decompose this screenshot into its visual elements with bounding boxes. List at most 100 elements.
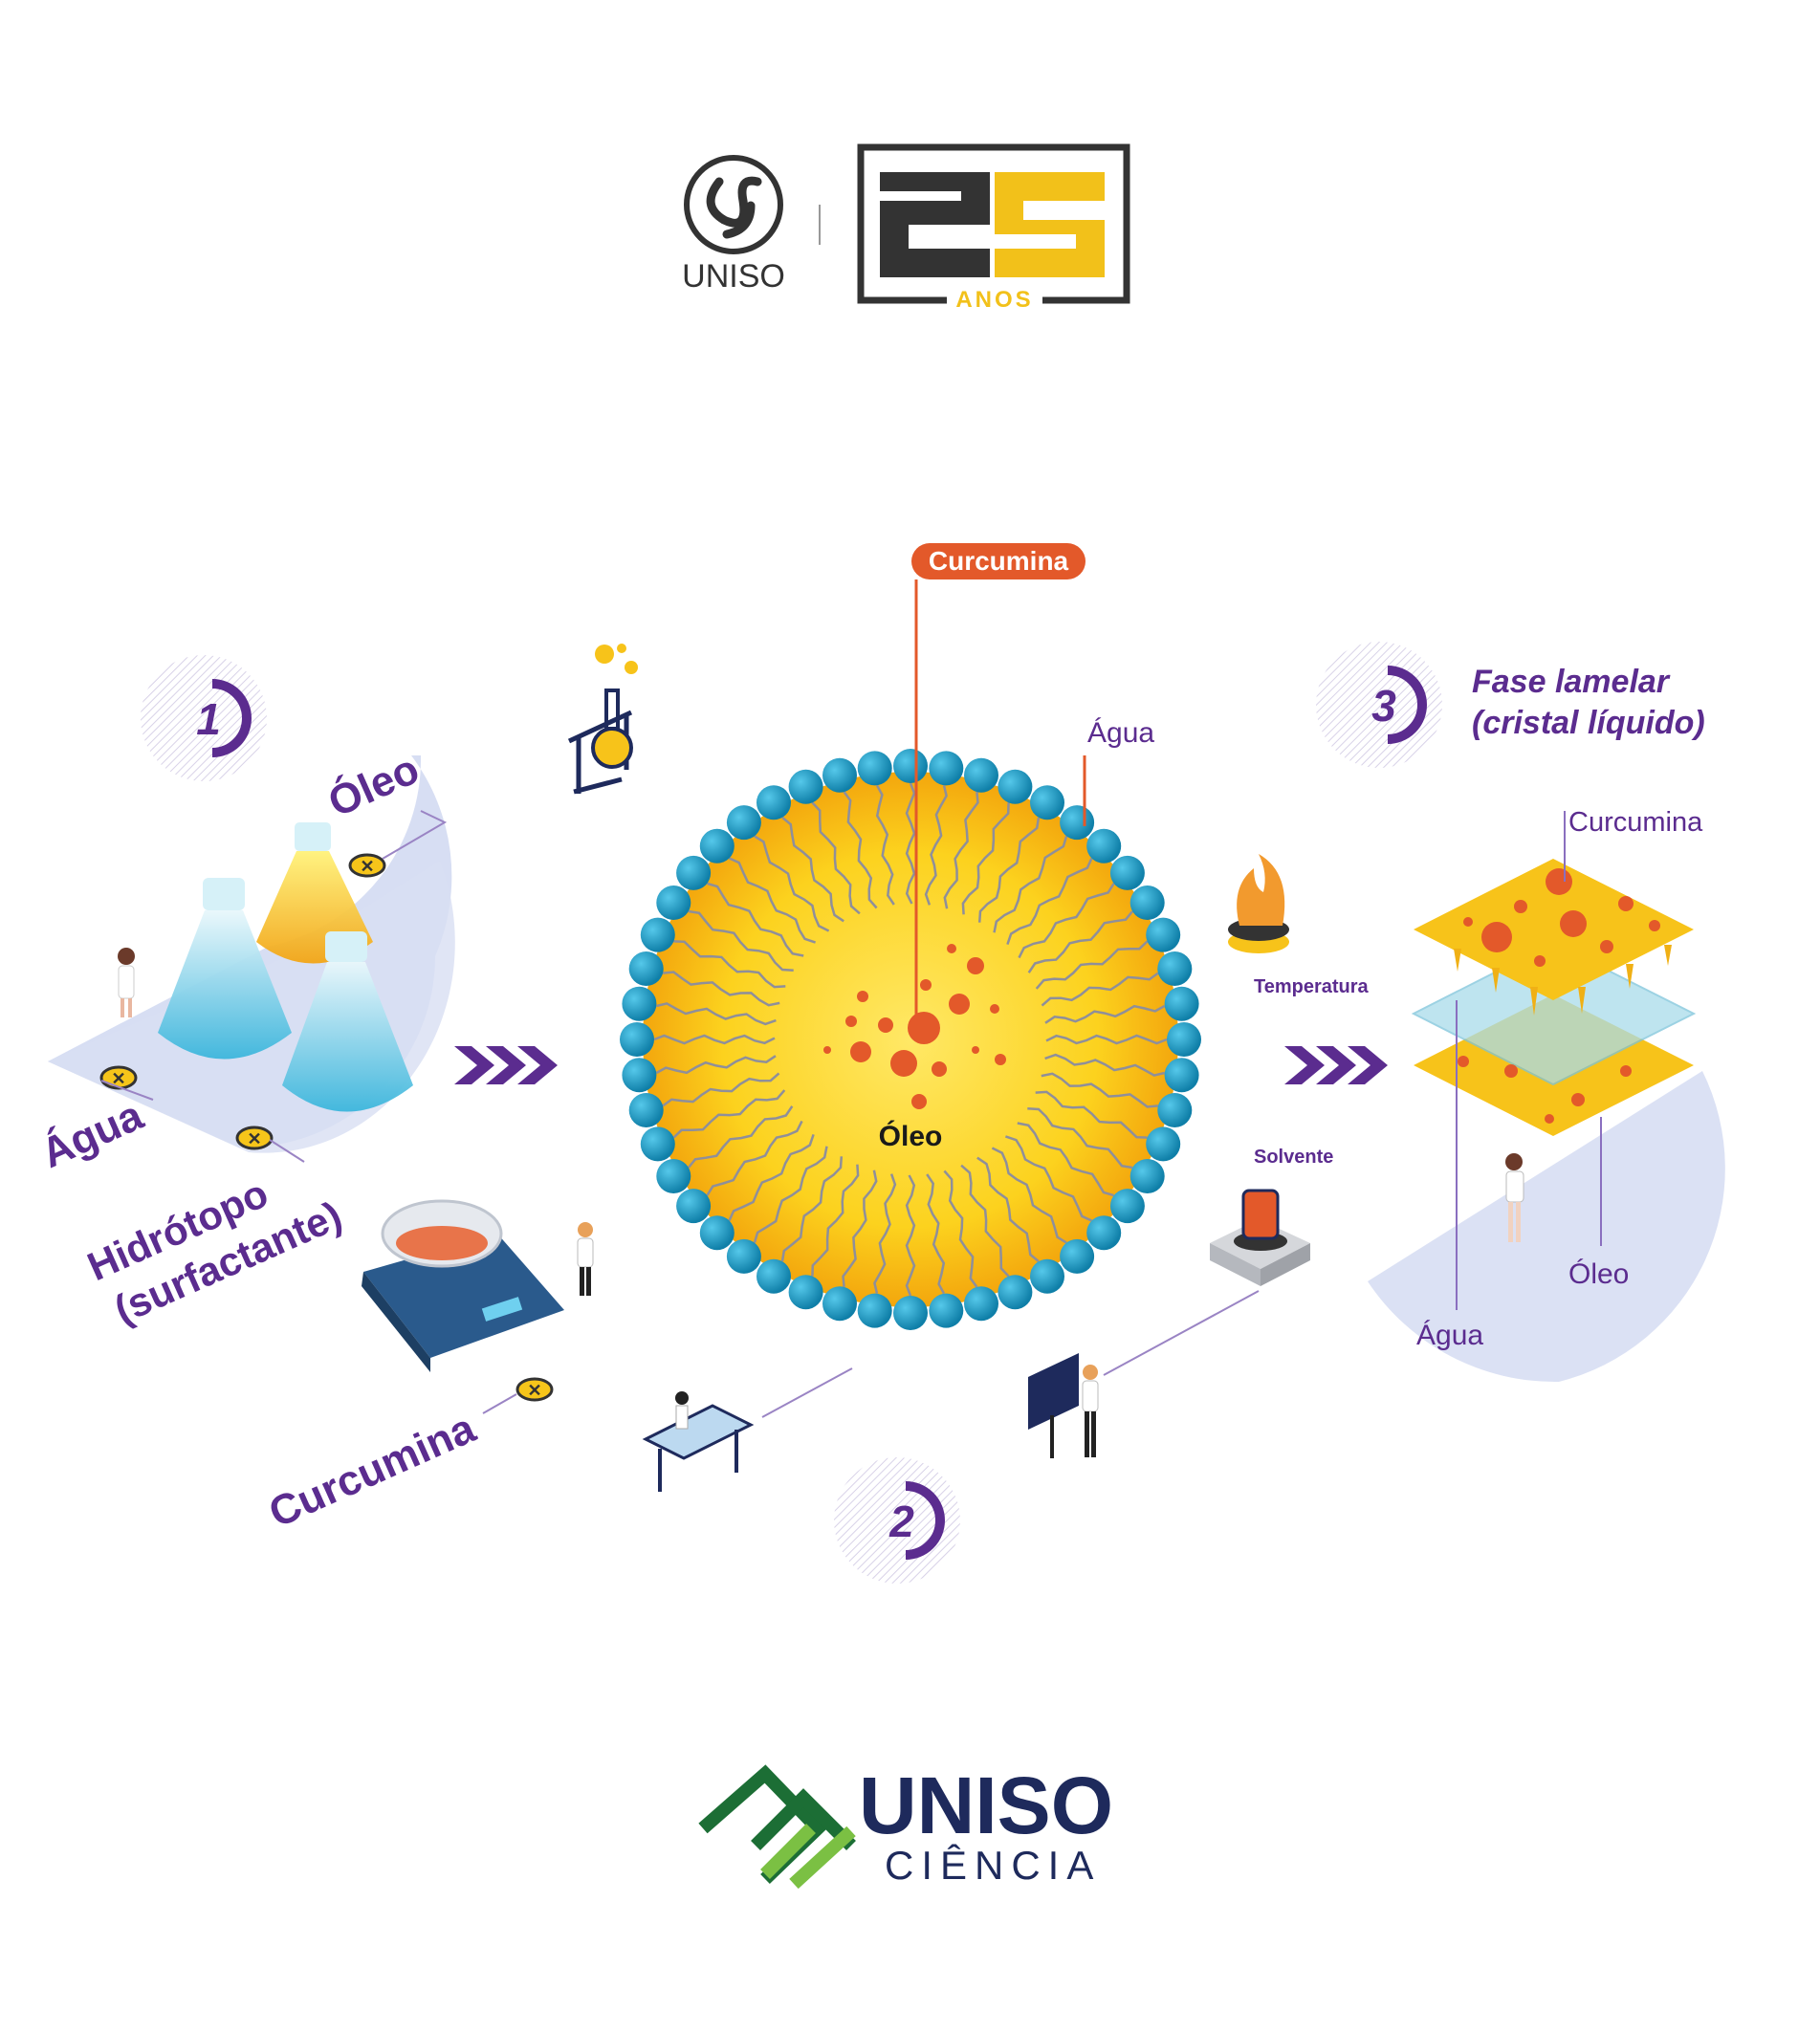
anniversary-25-logo: ANOS bbox=[857, 143, 1130, 314]
surfactant-head bbox=[656, 885, 691, 920]
surfactant-tail bbox=[707, 882, 804, 957]
label-agua-lamellar: Água bbox=[1416, 1320, 1483, 1351]
svg-text:✕: ✕ bbox=[527, 1381, 541, 1400]
svg-text:✕: ✕ bbox=[111, 1069, 125, 1088]
scientist-figure-icon bbox=[118, 948, 135, 1017]
curcumin-particle bbox=[990, 1004, 999, 1014]
surfactant-tail bbox=[706, 1120, 803, 1196]
surfactant-head bbox=[1060, 1238, 1095, 1274]
surfactant-tail bbox=[1041, 972, 1159, 1007]
svg-text:✕: ✕ bbox=[247, 1129, 261, 1148]
step-2-section: Curcumina Água Óleo 2 bbox=[567, 543, 1260, 1584]
surfactant-head bbox=[676, 855, 712, 890]
surfactant-head bbox=[757, 1258, 791, 1294]
surfactant-tail bbox=[1017, 1122, 1114, 1197]
surfactant-head bbox=[929, 1293, 964, 1328]
step-2-number: 2 bbox=[888, 1497, 914, 1546]
surfactant-head bbox=[857, 1293, 892, 1328]
surfactant-tail bbox=[991, 1147, 1067, 1244]
surfactant-head bbox=[1167, 1022, 1201, 1057]
surfactant-head bbox=[628, 1093, 664, 1127]
curcumin-particle bbox=[911, 1094, 927, 1109]
arrow-step1-to-step2 bbox=[454, 1046, 558, 1084]
surfactant-tail bbox=[943, 1170, 978, 1288]
surfactant-tail bbox=[961, 802, 1010, 915]
arrow-step2-to-step3 bbox=[1284, 1046, 1388, 1084]
surfactant-tail bbox=[977, 817, 1041, 923]
curcumin-particle bbox=[878, 1017, 893, 1033]
surfactant-head bbox=[822, 757, 857, 793]
surfactant-head bbox=[628, 951, 664, 986]
footer-subbrand: CIÊNCIA bbox=[885, 1843, 1101, 1888]
label-oleo-micelle: Óleo bbox=[879, 1120, 943, 1152]
surfactant-tail bbox=[1027, 910, 1134, 973]
surfactant-tail bbox=[653, 1034, 776, 1045]
uniso-ciencia-emblem-icon bbox=[698, 1764, 856, 1890]
curcumin-particle bbox=[932, 1061, 947, 1077]
curcumin-particle bbox=[947, 944, 956, 953]
step-1-number: 1 bbox=[196, 694, 221, 744]
label-temperatura: Temperatura bbox=[1254, 976, 1370, 997]
surfactant-tail bbox=[875, 784, 895, 906]
curcumin-particle bbox=[857, 991, 868, 1002]
surfactant-tail bbox=[1041, 1072, 1159, 1108]
surfactant-tail bbox=[873, 1173, 897, 1294]
surfactant-tail bbox=[905, 1174, 916, 1297]
surfactant-tail bbox=[687, 1105, 794, 1169]
surfactant-head bbox=[1086, 828, 1122, 863]
surfactant-tail bbox=[1045, 1034, 1168, 1045]
label-agua: Água bbox=[34, 1091, 150, 1178]
surfactant-head bbox=[893, 749, 928, 783]
surfactant-tail bbox=[811, 801, 861, 915]
surfactant-tail bbox=[924, 785, 948, 906]
footer-brand: UNISO bbox=[859, 1760, 1113, 1850]
uniso-ciencia-logo: UNISO CIÊNCIA bbox=[698, 1760, 1113, 1890]
surfactant-tail bbox=[728, 857, 817, 944]
step-3-number: 3 bbox=[1371, 681, 1396, 731]
curcumina-badge-text: Curcumina bbox=[929, 546, 1069, 576]
surfactant-head bbox=[1157, 951, 1193, 986]
marker-oleo-icon: ✕ bbox=[348, 853, 386, 878]
surfactant-tail bbox=[1004, 1135, 1093, 1222]
surfactant-head bbox=[822, 1286, 857, 1322]
surfactant-tail bbox=[1044, 1053, 1165, 1077]
label-curcumina-step1: Curcumina bbox=[262, 1405, 482, 1537]
surfactant-head bbox=[699, 828, 735, 863]
surfactant-head bbox=[656, 1159, 691, 1193]
uniso-logo: UNISO bbox=[682, 155, 785, 295]
curcumin-particle bbox=[967, 957, 984, 974]
surfactant-head bbox=[1109, 1189, 1145, 1224]
surfactant-head bbox=[893, 1296, 928, 1330]
flame-heater-icon bbox=[1228, 854, 1289, 953]
surfactant-tail bbox=[754, 835, 830, 932]
surfactant-tail bbox=[688, 909, 794, 973]
surfactant-tail bbox=[655, 1055, 777, 1075]
step-3-title-line1: Fase lamelar bbox=[1472, 664, 1671, 700]
surfactant-tail bbox=[656, 1002, 777, 1026]
curcumin-particle bbox=[908, 1012, 940, 1044]
surfactant-tail bbox=[842, 1170, 878, 1288]
surfactant-head bbox=[1030, 1258, 1064, 1294]
curcumin-particle bbox=[972, 1046, 979, 1054]
surfactant-head bbox=[788, 1275, 823, 1310]
surfactant-head bbox=[640, 917, 675, 952]
surfactant-tail bbox=[993, 836, 1068, 933]
surfactant-head bbox=[1129, 1159, 1165, 1193]
surfactant-head bbox=[726, 1238, 761, 1274]
surfactant-tail bbox=[1006, 857, 1093, 946]
surfactant-head bbox=[1129, 885, 1165, 920]
step-1-section: 1 ✕ ✕ ✕ ✕ Óleo Água Hidrótopo bbox=[34, 655, 594, 1537]
label-curcumina-lamellar: Curcumina bbox=[1568, 807, 1703, 838]
label-agua-micelle: Água bbox=[1087, 717, 1154, 749]
marker-hidrotopo-icon: ✕ bbox=[235, 1126, 274, 1150]
surfactant-tail bbox=[1018, 883, 1115, 959]
surfactant-tail bbox=[811, 1164, 860, 1277]
surfactant-head bbox=[676, 1189, 712, 1224]
surfactant-tail bbox=[960, 1164, 1010, 1278]
curcumin-particle bbox=[845, 1016, 857, 1027]
curcumin-particle bbox=[949, 994, 970, 1015]
label-oleo-lamellar: Óleo bbox=[1568, 1258, 1629, 1290]
label-oleo: Óleo bbox=[321, 745, 427, 826]
flask-surfactant-icon bbox=[282, 931, 413, 1112]
surfactant-head bbox=[622, 1058, 657, 1093]
